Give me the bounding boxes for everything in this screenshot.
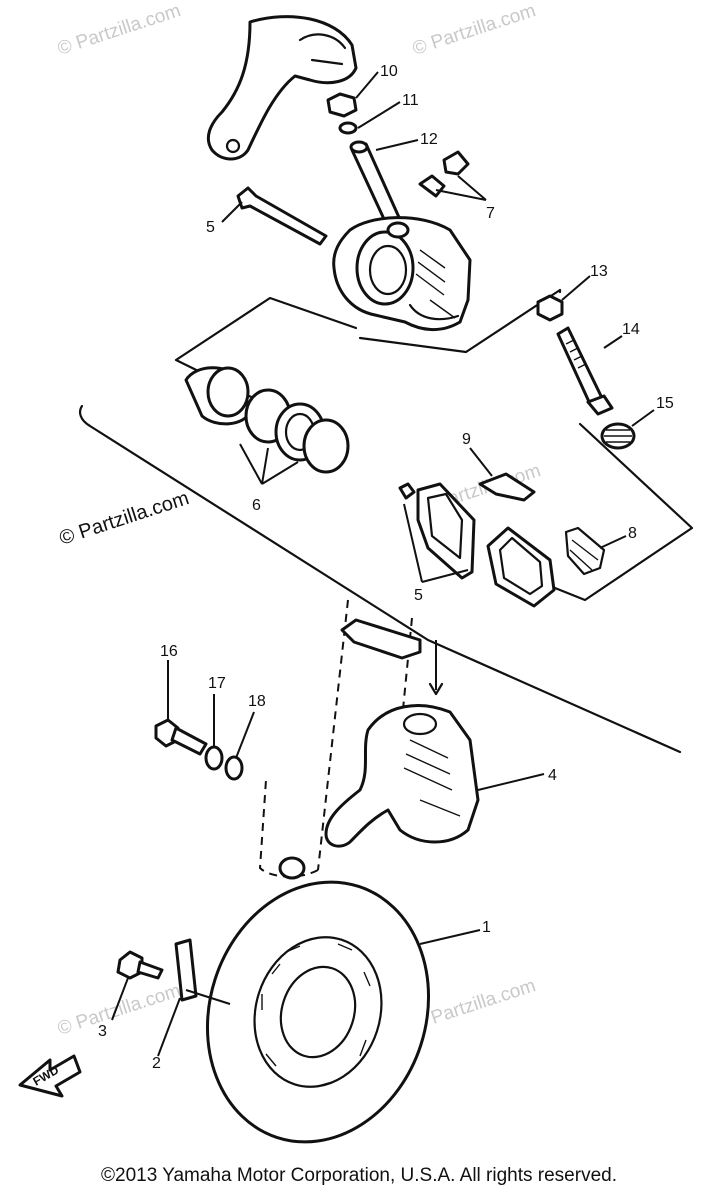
callout-4: 4: [548, 767, 557, 784]
watermark-text: © Partzilla.com: [410, 0, 538, 60]
callout-9: 9: [462, 431, 471, 448]
part-1-brake-disc: [205, 880, 431, 1144]
callout-1: 1: [482, 919, 491, 936]
fork-leg-dashed: [258, 599, 444, 880]
callout-6: 6: [252, 497, 261, 514]
callout-13: 13: [590, 263, 608, 280]
copyright-notice: ©2013 Yamaha Motor Corporation, U.S.A. A…: [101, 1165, 617, 1186]
part-9-pad-clip: [478, 472, 536, 502]
callout-16: 16: [160, 643, 178, 660]
callout-labels: 10 11 12 7 5 13 14 15 9 6 8 5 16 17 18 4…: [98, 63, 674, 1072]
callout-8: 8: [628, 525, 637, 542]
part-6-piston-and-seals: [184, 366, 350, 474]
callout-5-pads: 5: [414, 587, 423, 604]
part-15-boot: [600, 422, 636, 450]
caliper-bracket-top: [206, 15, 358, 161]
part-14-bolt: [556, 326, 614, 416]
part-11-washer: [338, 121, 358, 135]
forward-arrow-icon: FWD: [18, 1054, 82, 1098]
part-7-bleeder: [418, 150, 470, 198]
watermark-text-dark: © Partzilla.com: [57, 487, 192, 550]
part-5-brake-pads: [398, 482, 556, 608]
part-16-bolt: [154, 718, 208, 756]
part-10-nut: [326, 92, 358, 118]
callout-11: 11: [402, 92, 419, 109]
mounting-plate-outline: [79, 404, 682, 754]
callout-18: 18: [248, 693, 266, 710]
part-17-washer: [204, 745, 224, 771]
part-4-caliper-assembly: [324, 704, 480, 848]
part-3-bolt: [116, 950, 164, 980]
part-13-nut: [536, 294, 564, 322]
callout-12: 12: [420, 131, 438, 148]
callout-14: 14: [622, 321, 640, 338]
part-12-pin: [349, 140, 404, 234]
callout-17: 17: [208, 675, 226, 692]
caliper-body: [332, 216, 472, 331]
callout-3: 3: [98, 1023, 107, 1040]
leader-lines: [111, 71, 655, 1057]
watermark-text: © Partzilla.com: [55, 0, 183, 60]
callout-2: 2: [152, 1055, 161, 1072]
callout-10: 10: [380, 63, 398, 80]
callout-7: 7: [486, 205, 495, 222]
assembly-outline: [174, 288, 694, 602]
part-18-washer: [224, 755, 244, 781]
callout-15: 15: [656, 395, 674, 412]
callout-5-bolt: 5: [206, 219, 215, 236]
part-2-lock-washer: [174, 938, 198, 1002]
watermark-text: © Partzilla.com: [55, 980, 183, 1040]
part-5-bolt: [236, 186, 328, 246]
part-8-pad-spring: [564, 526, 606, 576]
